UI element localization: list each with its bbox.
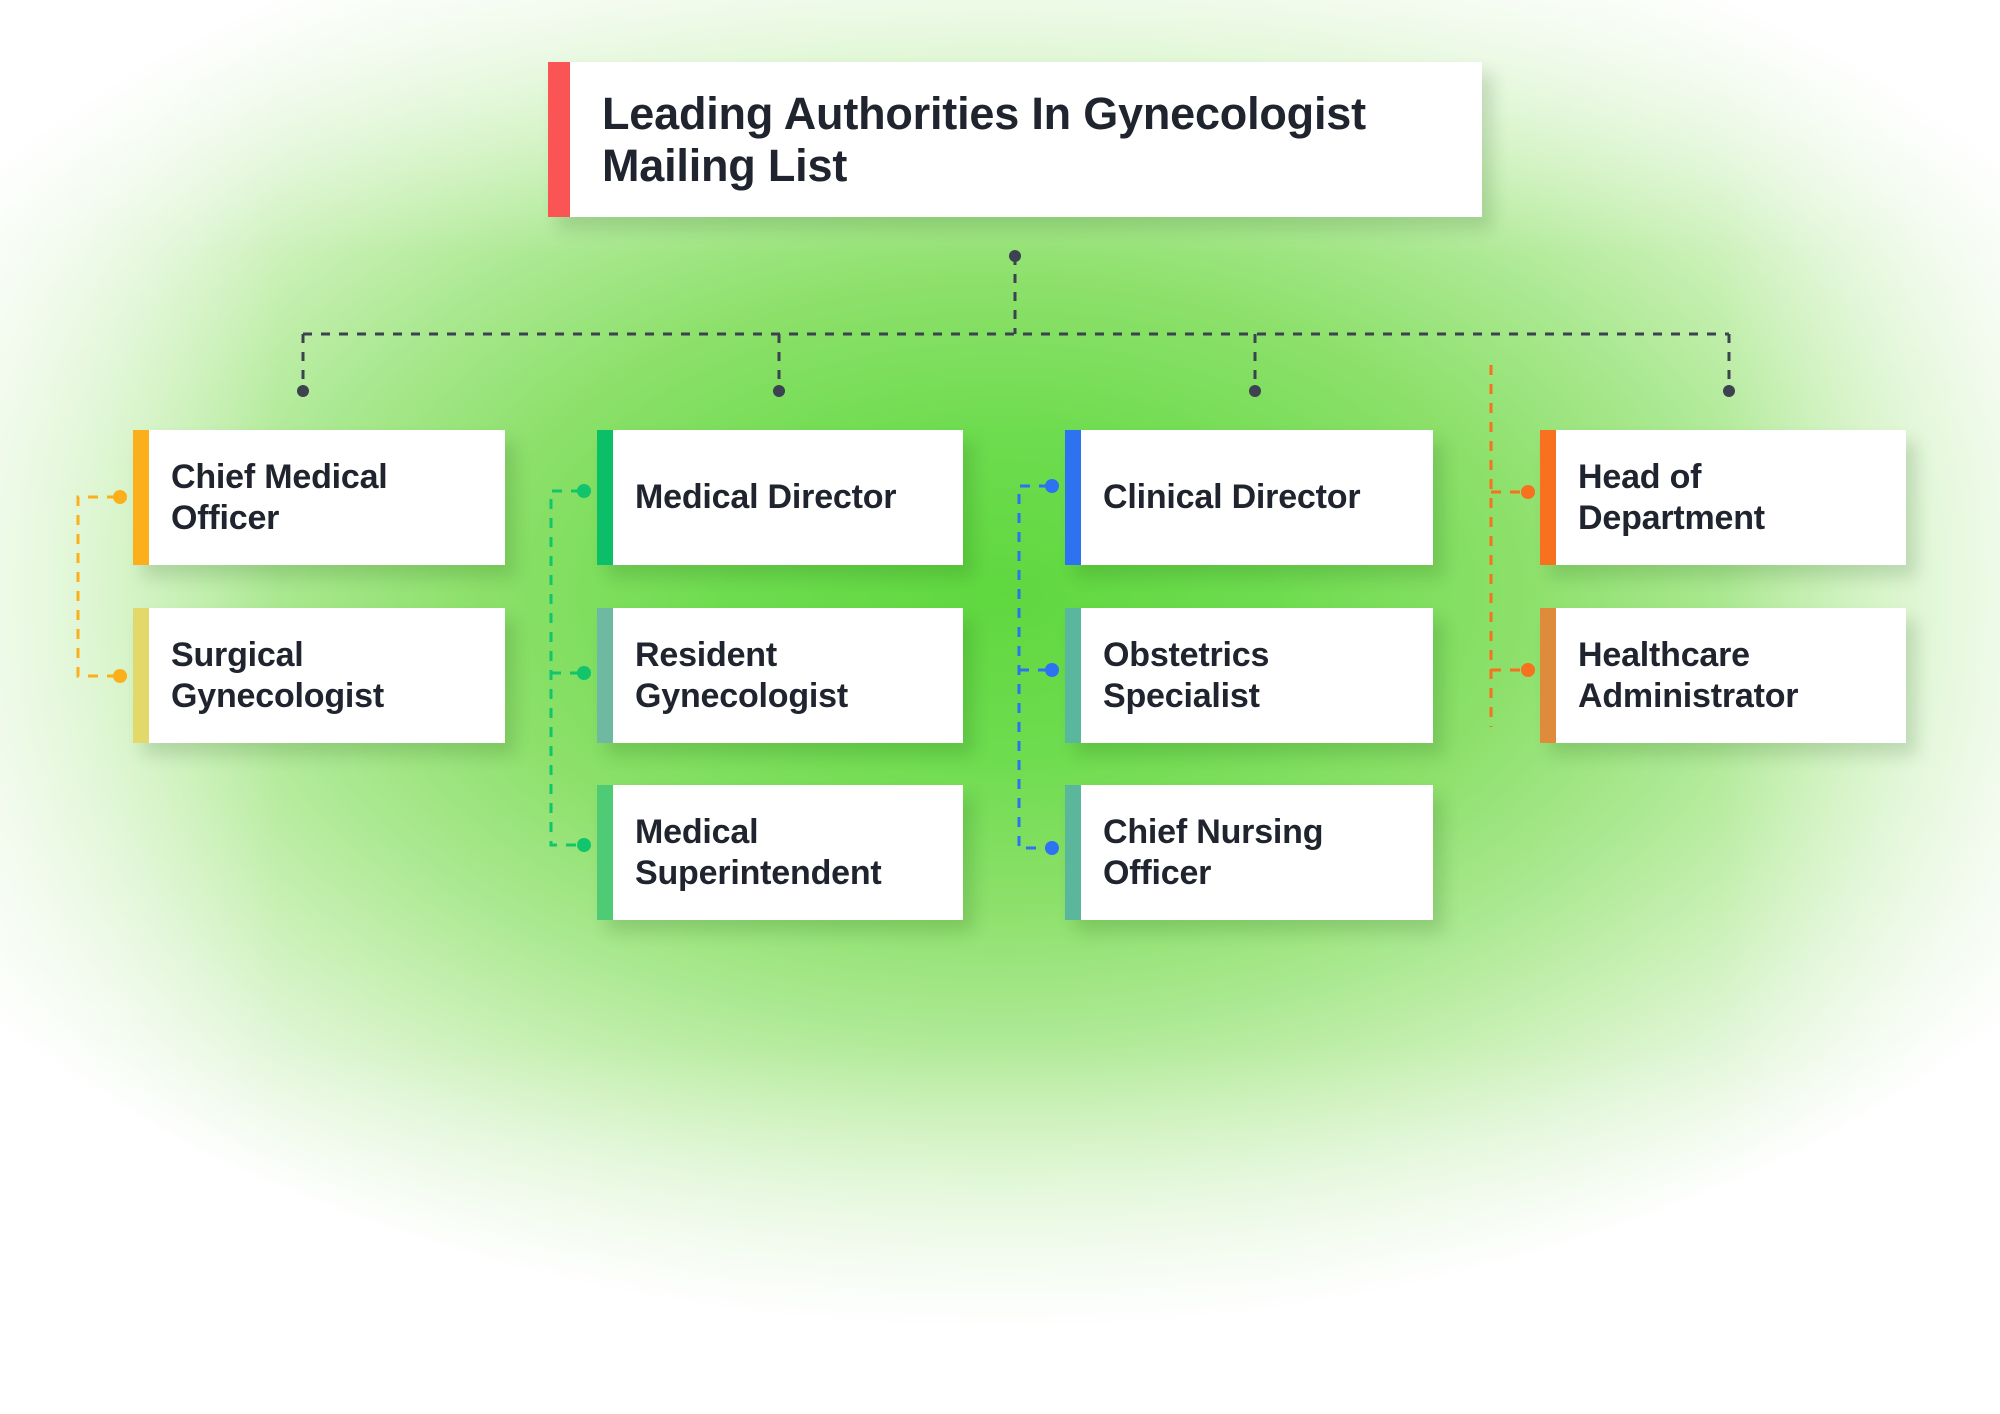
node-accent-bar [1065,608,1081,743]
node-label: Head of Department [1578,458,1765,537]
column-stem-1 [297,334,309,397]
node-chief-nursing-officer[interactable]: Chief Nursing Officer [1065,785,1433,920]
node-label: Surgical Gynecologist [171,636,384,715]
node-label: Resident Gynecologist [635,636,848,715]
node-medical-director[interactable]: Medical Director [597,430,963,565]
node-label: Clinical Director [1103,478,1361,517]
chart-title-node[interactable]: Leading Authorities In Gynecologist Mail… [548,62,1482,217]
node-label: Healthcare Administrator [1578,636,1799,715]
node-label: Medical Director [635,478,897,517]
node-accent-bar [1540,430,1556,565]
node-resident-gynecologist[interactable]: Resident Gynecologist [597,608,963,743]
branch-connector-column-3 [1017,479,1059,855]
node-label: Medical Superintendent [635,813,882,892]
title-accent-bar [548,62,570,217]
node-chief-medical-officer[interactable]: Chief Medical Officer [133,430,505,565]
node-accent-bar [597,785,613,920]
branch-connector-column-2 [549,484,591,852]
node-accent-bar [597,430,613,565]
page-title: Leading Authorities In Gynecologist Mail… [602,88,1366,191]
node-surgical-gynecologist[interactable]: Surgical Gynecologist [133,608,505,743]
branch-connector-column-4 [1489,365,1535,727]
branch-connector-column-1 [76,490,127,683]
node-accent-bar [133,608,149,743]
column-stem-3 [1249,334,1261,397]
node-head-of-department[interactable]: Head of Department [1540,430,1906,565]
trunk-connector [303,250,1729,336]
node-accent-bar [597,608,613,743]
node-accent-bar [1540,608,1556,743]
node-obstetrics-specialist[interactable]: Obstetrics Specialist [1065,608,1433,743]
node-label: Chief Nursing Officer [1103,813,1324,892]
node-label: Obstetrics Specialist [1103,636,1270,715]
node-accent-bar [133,430,149,565]
node-accent-bar [1065,785,1081,920]
node-clinical-director[interactable]: Clinical Director [1065,430,1433,565]
column-stem-2 [773,334,785,397]
node-label: Chief Medical Officer [171,458,388,537]
node-accent-bar [1065,430,1081,565]
node-healthcare-administrator[interactable]: Healthcare Administrator [1540,608,1906,743]
node-medical-superintendent[interactable]: Medical Superintendent [597,785,963,920]
column-stem-4 [1723,334,1735,397]
